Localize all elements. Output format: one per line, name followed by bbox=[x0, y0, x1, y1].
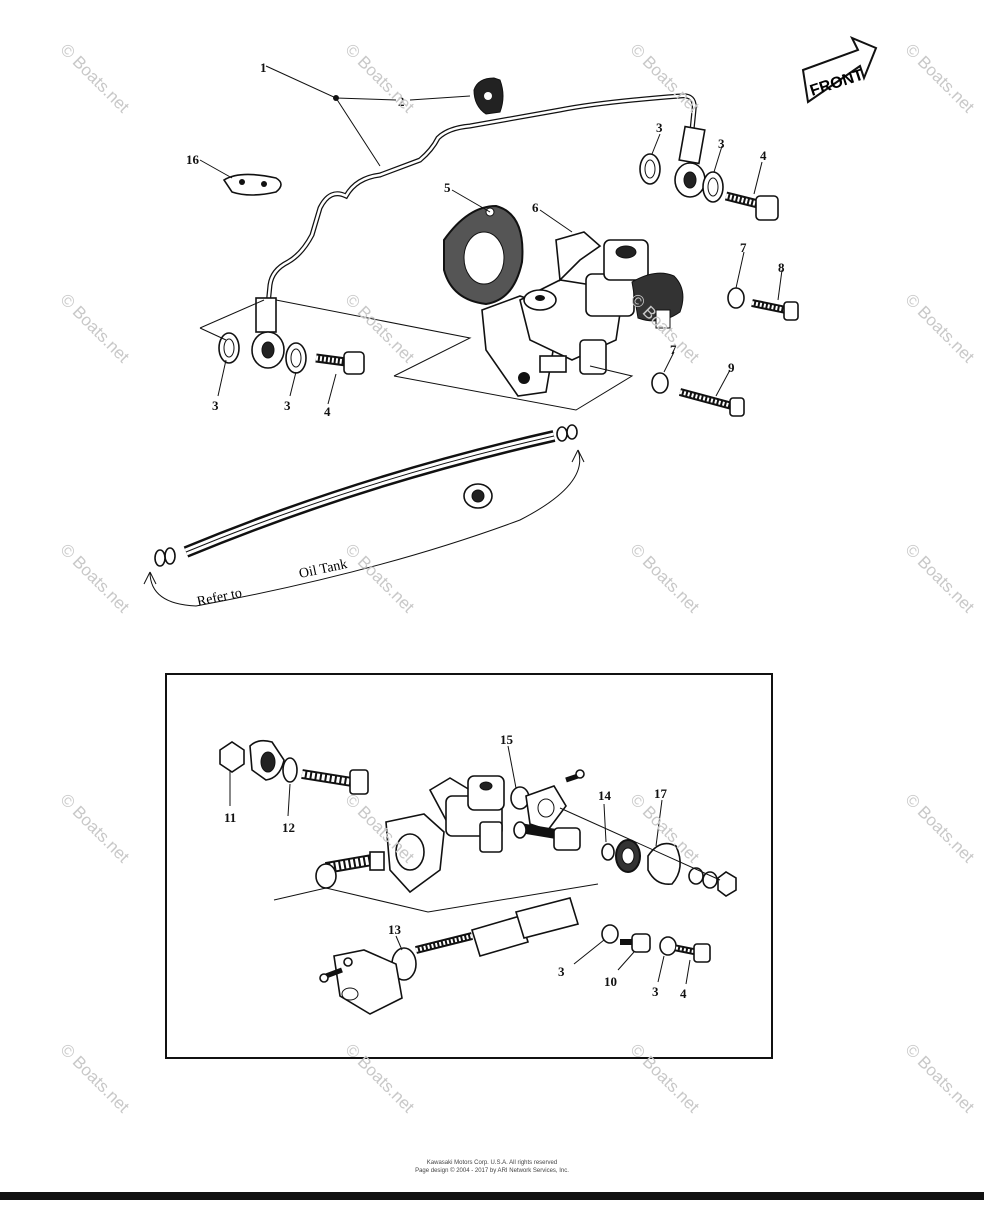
bottom-bar bbox=[0, 1192, 984, 1200]
label-part-1: 1 bbox=[260, 60, 267, 75]
label-part-6: 6 bbox=[532, 200, 539, 215]
refer-target: Oil Tank bbox=[298, 557, 349, 582]
oil-hose: Refer to Oil Tank bbox=[143, 424, 585, 610]
label-part-16: 16 bbox=[186, 152, 200, 167]
label-part-13: 13 bbox=[388, 922, 402, 937]
label-part-9: 9 bbox=[728, 360, 735, 375]
bolts-8-9 bbox=[678, 299, 799, 417]
label-part-10: 10 bbox=[604, 974, 617, 989]
label-part-4-c: 4 bbox=[680, 986, 687, 1001]
gasket bbox=[443, 204, 524, 306]
washers-top bbox=[218, 153, 745, 394]
label-part-3-f: 3 bbox=[652, 984, 659, 999]
clamp bbox=[473, 77, 504, 115]
exploded-parts bbox=[219, 739, 737, 1015]
label-part-3-d: 3 bbox=[718, 136, 725, 151]
label-part-12: 12 bbox=[282, 820, 295, 835]
left-banjo-fitting bbox=[251, 297, 285, 369]
label-part-4-a: 4 bbox=[324, 404, 331, 419]
label-part-7-a: 7 bbox=[740, 240, 747, 255]
label-part-3-a: 3 bbox=[212, 398, 219, 413]
oil-pump bbox=[481, 231, 684, 397]
copyright-line-2: Page design © 2004 - 2017 by ARI Network… bbox=[415, 1168, 569, 1174]
assembly-lines-top bbox=[199, 299, 634, 411]
banjo-bolts-top bbox=[315, 191, 779, 375]
label-part-17: 17 bbox=[654, 786, 668, 801]
oil-tube bbox=[265, 93, 697, 306]
refer-prefix: Refer to bbox=[196, 586, 244, 610]
label-part-7-b: 7 bbox=[670, 342, 677, 357]
label-part-3-e: 3 bbox=[558, 964, 565, 979]
right-banjo-fitting bbox=[674, 125, 706, 198]
plate-16 bbox=[222, 173, 282, 196]
label-part-5: 5 bbox=[444, 180, 451, 195]
leaders-top: 1 2 16 5 6 3 3 4 3 3 4 7 8 7 9 bbox=[186, 60, 785, 419]
label-part-15: 15 bbox=[500, 732, 514, 747]
label-part-2: 2 bbox=[398, 94, 405, 109]
label-part-4-b: 4 bbox=[760, 148, 767, 163]
label-part-11: 11 bbox=[224, 810, 236, 825]
leaders-bottom: 11 12 15 14 17 13 3 10 3 4 bbox=[224, 732, 691, 1001]
exploded-view-frame bbox=[165, 673, 773, 1059]
front-arrow: FRONT bbox=[801, 36, 878, 104]
copyright-line-1: Kawasaki Motors Corp. U.S.A. All rights … bbox=[426, 1160, 558, 1166]
label-part-14: 14 bbox=[598, 788, 612, 803]
label-part-3-c: 3 bbox=[656, 120, 663, 135]
label-part-8: 8 bbox=[778, 260, 785, 275]
assembly-lines-bottom bbox=[273, 807, 721, 913]
label-part-3-b: 3 bbox=[284, 398, 291, 413]
